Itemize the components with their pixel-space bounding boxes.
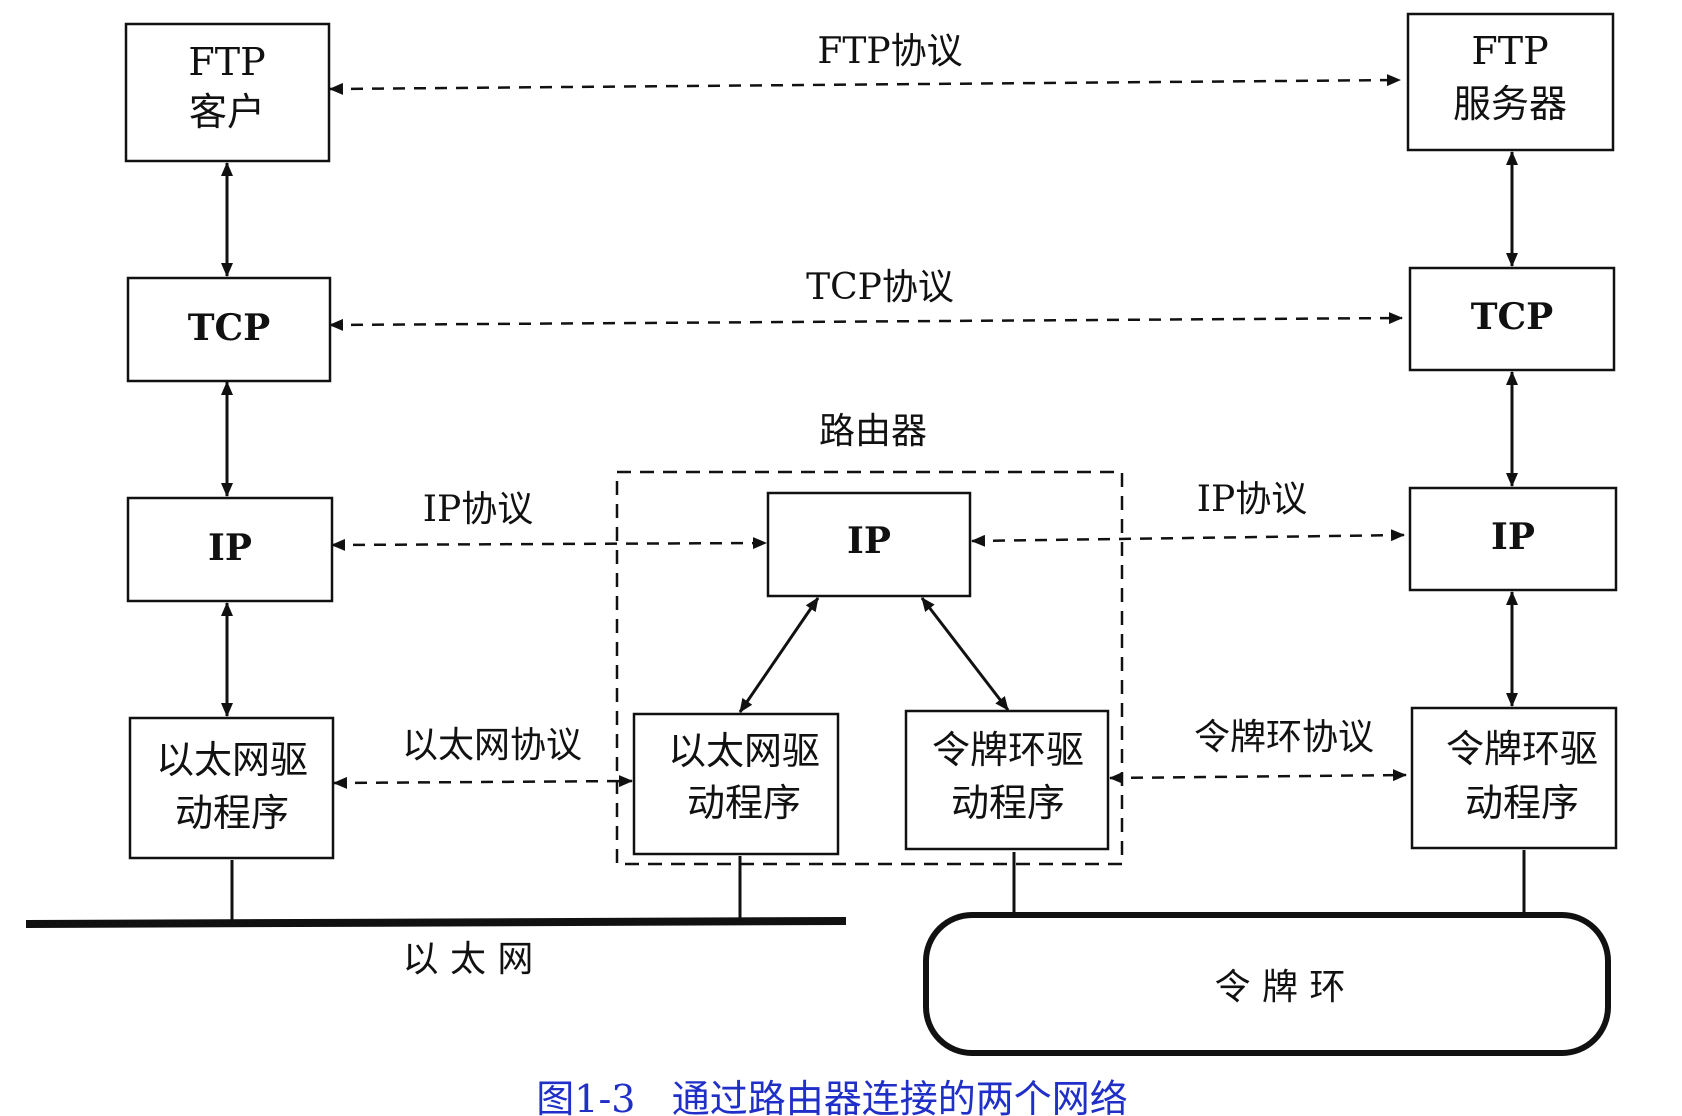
token-ring-driver-right-box: 令牌环驱 动程序 <box>1410 706 1618 850</box>
ftp-protocol-link <box>329 74 1401 95</box>
token-ring-driver-right-line2: 动程序 <box>1465 781 1579 825</box>
ethernet-driver-router-box: 以太网驱 动程序 <box>632 712 840 856</box>
token-ring-driver-router-box: 令牌环驱 动程序 <box>904 709 1110 851</box>
router-label: 路由器 <box>819 411 927 452</box>
tcp-left-box: TCP <box>126 276 332 383</box>
router-ip-tr-link <box>920 597 1010 711</box>
token-ring-protocol-link <box>1109 769 1407 784</box>
token-ring-driver-router-line1: 令牌环驱 <box>932 728 1084 772</box>
ip-right-box: IP <box>1408 486 1618 592</box>
router-ip-eth-link <box>738 597 820 713</box>
ip-protocol-right-link <box>971 529 1405 547</box>
router-boundary <box>615 470 1124 866</box>
ip-protocol-left-link <box>331 537 767 551</box>
ethernet-driver-router-line2: 动程序 <box>687 781 801 825</box>
ftp-server-line2: 服务器 <box>1453 82 1567 126</box>
ethernet-driver-left-line2: 动程序 <box>175 791 289 835</box>
token-ring <box>923 912 1611 1056</box>
ethernet-label: 以 太 网 <box>403 939 534 980</box>
ftp-protocol-label: FTP协议 <box>817 31 962 72</box>
tcp-protocol-link <box>329 312 1403 331</box>
tcp-left-label: TCP <box>188 307 271 349</box>
ip-protocol-left-label: IP协议 <box>423 489 533 530</box>
token-ring-driver-router-line2: 动程序 <box>951 781 1065 825</box>
token-ring-driver-right-line1: 令牌环驱 <box>1446 727 1598 771</box>
ethernet-driver-left-line1: 以太网驱 <box>156 738 308 782</box>
ethernet-driver-router-line1: 以太网驱 <box>668 729 820 773</box>
ethernet-driver-left-box: 以太网驱 动程序 <box>128 716 335 860</box>
ethernet-bus <box>25 917 847 928</box>
ftp-client-line2: 客户 <box>189 90 265 134</box>
ip-left-box: IP <box>126 496 334 603</box>
ethernet-protocol-link <box>333 775 633 789</box>
ip-router-box: IP <box>766 491 972 598</box>
ip-right-label: IP <box>1491 516 1535 558</box>
ftp-client-box: FTP 客户 <box>124 22 331 163</box>
ftp-client-line1: FTP <box>188 40 265 84</box>
figure-caption: 图1-3 通过路由器连接的两个网络 <box>536 1077 1127 1116</box>
tcp-right-label: TCP <box>1471 296 1554 338</box>
ip-left-label: IP <box>208 527 252 569</box>
tcp-protocol-label: TCP协议 <box>806 267 954 308</box>
token-ring-protocol-label: 令牌环协议 <box>1194 717 1374 758</box>
token-ring-label: 令 牌 环 <box>1215 967 1346 1008</box>
ftp-server-box: FTP 服务器 <box>1406 12 1615 152</box>
ftp-server-line1: FTP <box>1471 29 1548 73</box>
ip-router-label: IP <box>847 520 891 562</box>
ethernet-protocol-label: 以太网协议 <box>402 725 582 766</box>
ip-protocol-right-label: IP协议 <box>1197 479 1307 520</box>
tcp-right-box: TCP <box>1408 266 1616 372</box>
